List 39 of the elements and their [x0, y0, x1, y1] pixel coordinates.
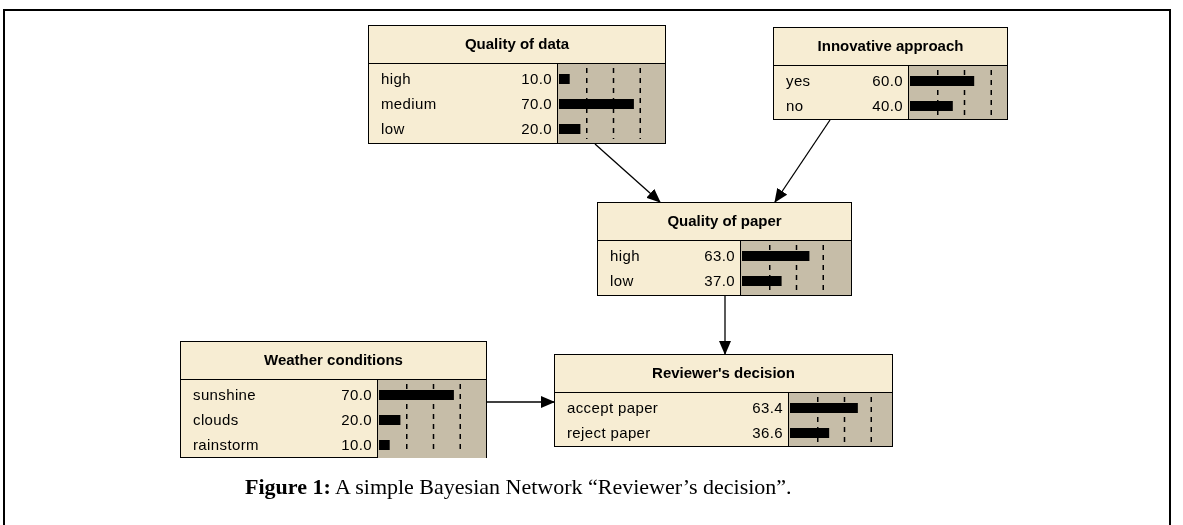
state-label: high — [610, 246, 640, 267]
probability-value: 20.0 — [341, 410, 372, 431]
probability-value: 40.0 — [872, 96, 903, 117]
state-label: high — [381, 69, 411, 90]
node-title: Quality of data — [464, 34, 570, 55]
node-box — [773, 27, 1008, 120]
arrow — [774, 119, 831, 203]
state-label: rainstorm — [193, 435, 259, 456]
probability-value: 10.0 — [341, 435, 372, 456]
state-label: accept paper — [567, 398, 659, 419]
node-box — [368, 25, 666, 144]
arrow — [719, 295, 731, 355]
figure-caption: Figure 1: A simple Bayesian Network “Reviewer’s decision”. — [245, 474, 792, 499]
state-label: sunshine — [193, 385, 257, 406]
probability-value: 20.0 — [521, 119, 552, 140]
state-label: no — [786, 96, 804, 117]
state-label: medium — [381, 94, 437, 115]
node-title: Weather conditions — [264, 350, 403, 371]
probability-value: 60.0 — [872, 71, 903, 92]
node-box — [597, 202, 852, 296]
node-box — [554, 354, 893, 447]
probability-value: 10.0 — [521, 69, 552, 90]
node-title: Reviewer's decision — [652, 363, 795, 384]
node-title: Innovative approach — [817, 36, 964, 57]
probability-value: 63.4 — [752, 398, 783, 419]
state-label: yes — [786, 71, 811, 92]
node-box — [180, 341, 487, 458]
state-label: clouds — [193, 410, 239, 431]
state-label: low — [610, 271, 634, 292]
arrow — [594, 143, 661, 203]
state-label: reject paper — [567, 423, 651, 444]
probability-value: 37.0 — [704, 271, 735, 292]
state-label: low — [381, 119, 405, 140]
probability-value: 63.0 — [704, 246, 735, 267]
probability-value: 36.6 — [752, 423, 783, 444]
node-title: Quality of paper — [667, 211, 782, 232]
probability-value: 70.0 — [341, 385, 372, 406]
arrow — [486, 396, 555, 408]
probability-value: 70.0 — [521, 94, 552, 115]
